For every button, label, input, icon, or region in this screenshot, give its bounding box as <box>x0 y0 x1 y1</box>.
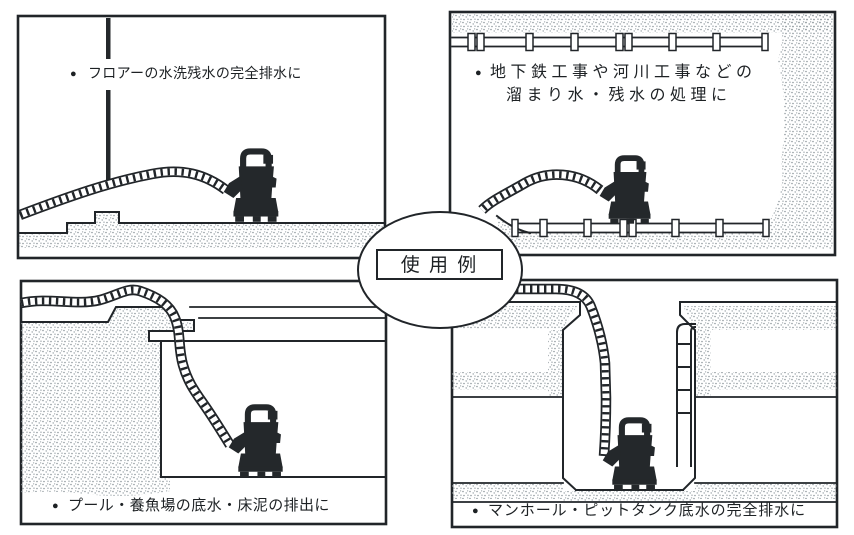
panel-border <box>16 14 387 260</box>
bullet-icon: ● <box>475 67 482 79</box>
panel-caption-line2: 溜まり水・残水の処理に <box>506 86 732 104</box>
bullet-icon: ● <box>52 500 59 512</box>
scaffold-pipe-top <box>451 32 769 52</box>
soil-texture <box>452 14 833 249</box>
panel-manhole-pit-tank: ● マンホール・ピットタンク底水の完全排水に <box>450 278 839 529</box>
panel-construction-site: ● 地下鉄工事や河川工事などの 溜まり水・残水の処理に <box>448 10 837 257</box>
panel-floor-drainage: ● フロアーの水洗残水の完全排水に <box>16 14 387 260</box>
usage-example-callout: 使 用 例 <box>357 211 523 329</box>
bullet-icon: ● <box>70 68 77 80</box>
floor-ground <box>18 211 385 248</box>
panel-caption: マンホール・ピットタンク底水の完全排水に <box>488 501 806 519</box>
pit-shaft <box>562 301 696 492</box>
panel-pool-fish-farm: ● プール・養魚場の底水・床泥の排出に <box>20 279 388 526</box>
panel-caption: プール・養魚場の底水・床泥の排出に <box>68 497 330 514</box>
callout-label-box <box>376 249 503 280</box>
bullet-icon: ● <box>472 505 479 517</box>
ladder-illustration <box>675 323 697 467</box>
panel-caption: フロアーの水洗残水の完全排水に <box>88 65 302 81</box>
pool-structure <box>20 306 387 496</box>
panel-caption-line1: 地下鉄工事や河川工事などの <box>490 63 757 81</box>
usage-example-label: 使 用 例 <box>401 254 479 276</box>
wall-edge-line <box>106 18 111 184</box>
